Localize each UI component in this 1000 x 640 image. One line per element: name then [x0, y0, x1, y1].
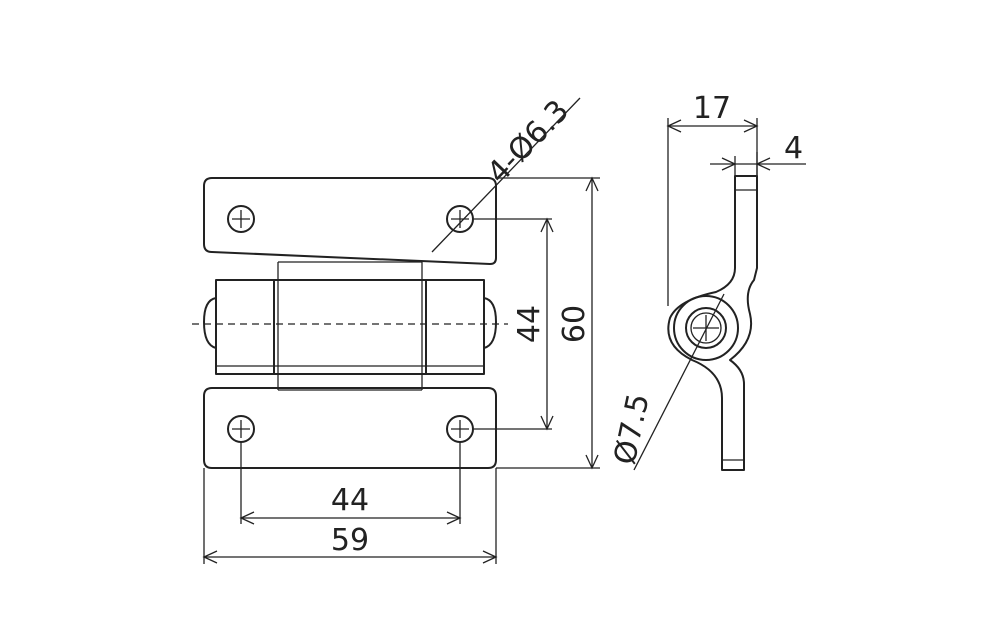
hole-callout-leader: [431, 97, 581, 253]
side-view: Ø7.5 17 4: [608, 91, 806, 471]
bottom-leaf: [203, 387, 497, 469]
hole-bottom-right: [446, 415, 474, 443]
top-leaf: [203, 177, 497, 265]
dim-width-holes: 44: [239, 442, 462, 525]
dim-thickness-label: 4: [784, 131, 803, 166]
dim-thickness: 4: [710, 131, 806, 176]
dim-height-holes-label: 44: [512, 305, 547, 343]
pin-diameter-leader: [633, 293, 725, 471]
pin-end-right: [483, 297, 497, 349]
hole-top-right: [446, 205, 474, 233]
hinge-barrel: [215, 279, 485, 375]
side-pin-inner: [690, 312, 722, 344]
dim-height-total: 60: [496, 176, 600, 470]
side-barrel-outer: [673, 295, 739, 361]
hole-top-left: [227, 205, 255, 233]
side-profile-outer: [667, 175, 758, 471]
front-view: 4-Ø6.3 44 60 44: [192, 93, 600, 564]
dim-width-holes-label: 44: [331, 483, 369, 518]
dim-width-total-label: 59: [331, 523, 369, 558]
dim-height-total-label: 60: [557, 305, 592, 343]
side-pin: [685, 307, 727, 349]
hole-callout-label: 4-Ø6.3: [481, 93, 577, 190]
pin-end-left: [203, 297, 217, 349]
hole-bottom-left: [227, 415, 255, 443]
dim-side-width-label: 17: [693, 91, 731, 126]
pin-diameter-label: Ø7.5: [608, 391, 657, 468]
dim-side-width: 17: [666, 91, 759, 306]
dim-width-total: 59: [202, 468, 498, 564]
dim-height-holes: 44: [474, 217, 554, 431]
